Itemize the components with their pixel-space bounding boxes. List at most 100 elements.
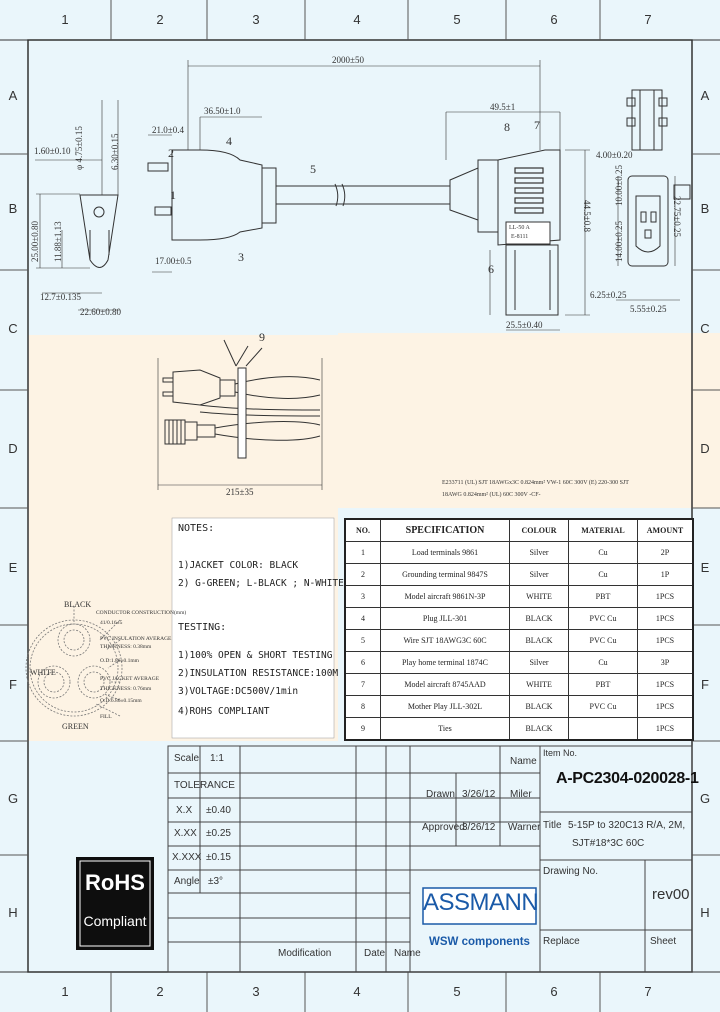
spec-material: PVC Cu — [568, 607, 638, 630]
column-label-1-bottom: 1 — [61, 984, 69, 999]
spec-material — [568, 717, 638, 741]
cable-print-2: 18AWG 0.824mm² (UL) 60C 300V -CF- — [442, 492, 541, 498]
spec-amount: 1P — [637, 563, 694, 586]
title-label: Title — [543, 820, 562, 831]
callout-6: 6 — [488, 262, 494, 276]
column-label-6-bottom: 6 — [550, 984, 558, 999]
callout-1: 1 — [170, 188, 176, 202]
dim-connector-length: 49.5±1 — [490, 102, 516, 112]
spec-amount: 1PCS — [637, 629, 694, 652]
spec-colour: BLACK — [509, 607, 569, 630]
testing-line-4: 4)ROHS COMPLIANT — [178, 706, 270, 717]
cross-section-note-1: 41/0.16±5 — [100, 620, 123, 626]
spec-header-row: NO. SPECIFICATION COLOUR MATERIAL AMOUNT — [344, 518, 694, 542]
spec-header-colour: COLOUR — [509, 518, 569, 542]
column-label-7-bottom: 7 — [644, 984, 652, 999]
spec-colour: BLACK — [509, 717, 569, 741]
column-label-3-bottom: 3 — [252, 984, 260, 999]
row-label-g: G — [7, 791, 19, 806]
revision-value: rev00 — [652, 886, 690, 903]
row-label-c-right: C — [700, 321, 710, 336]
spec-amount: 1PCS — [637, 585, 694, 608]
cable-print-1: E233711 (UL) SJT 18AWGx3C 0.824mm² VW-1 … — [442, 480, 629, 486]
spec-spec: Load terminals 9861 — [380, 541, 510, 564]
spec-no: 9 — [344, 717, 381, 741]
approved-name: Warner — [508, 822, 541, 833]
cross-section-note-7: O.D:6.86±0.15mm — [100, 698, 142, 704]
spec-header-no: NO. — [344, 518, 381, 542]
cross-section-black: BLACK — [64, 600, 92, 609]
spec-material: Cu — [568, 541, 638, 564]
row-label-g-right: G — [699, 791, 711, 806]
spec-no: 2 — [344, 563, 381, 586]
dim-pin-offset: 21.0±0.4 — [152, 125, 184, 135]
modification-label: Modification — [278, 948, 332, 959]
column-label-4: 4 — [353, 12, 361, 27]
spec-material: Cu — [568, 651, 638, 674]
row-label-a: A — [8, 88, 18, 103]
spec-material: Cu — [568, 563, 638, 586]
column-label-1: 1 — [61, 12, 69, 27]
spec-header-material: MATERIAL — [568, 518, 638, 542]
tolerance-xx-label: X.X — [176, 805, 193, 816]
name-footer: Name — [394, 948, 421, 959]
cross-section-note-0: CONDUCTOR CONSTRUCTION(mm) — [96, 610, 187, 616]
callout-2: 2 — [168, 146, 174, 160]
spec-material: PBT — [568, 585, 638, 608]
tolerance-xxx-value: ±0.25 — [206, 828, 231, 839]
spec-no: 7 — [344, 673, 381, 696]
rohs-badge-title: RoHS — [85, 870, 145, 895]
specification-table: NO. SPECIFICATION COLOUR MATERIAL AMOUNT… — [344, 518, 694, 741]
spec-spec: Ties — [380, 717, 510, 741]
drawn-label: Drawn — [426, 789, 455, 800]
dim-blade-length: 17.00±0.5 — [155, 256, 192, 266]
cross-section-note-3: THICKNESS: 0.38mm — [100, 644, 152, 650]
approved-label: Approved — [422, 822, 465, 833]
dim-plug-length: 36.50±1.0 — [204, 106, 241, 116]
dim-face-width: 22.60±0.80 — [80, 307, 121, 317]
approved-date: 3/26/12 — [462, 822, 496, 833]
column-label-7: 7 — [644, 12, 652, 27]
spec-amount: 1PCS — [637, 673, 694, 696]
spec-amount: 2P — [637, 541, 694, 564]
date-label: Date — [364, 948, 386, 959]
column-label-5-bottom: 5 — [453, 984, 461, 999]
spec-amount: 1PCS — [637, 607, 694, 630]
spec-amount: 3P — [637, 651, 694, 674]
testing-line-3: 3)VOLTAGE:DC500V/1min — [178, 686, 299, 697]
row-label-b-right: B — [700, 201, 710, 216]
spec-material: PVC Cu — [568, 629, 638, 652]
testing-heading: TESTING: — [178, 622, 227, 633]
spec-spec: Grounding terminal 9847S — [380, 563, 510, 586]
row-label-a-right: A — [700, 88, 710, 103]
column-label-4-bottom: 4 — [353, 984, 361, 999]
dim-overall-length: 2000±50 — [332, 55, 364, 65]
item-no-value: A-PC2304-020028-1 — [556, 770, 699, 787]
spec-spec: Model aircraft 9861N-3P — [380, 585, 510, 608]
tolerance-angle-value: ±3° — [208, 876, 224, 887]
tolerance-xx-value: ±0.40 — [206, 805, 231, 816]
row-label-e-right: E — [700, 560, 710, 575]
spec-no: 6 — [344, 651, 381, 674]
spec-colour: WHITE — [509, 673, 569, 696]
notes-line-1: 1)JACKET COLOR: BLACK — [178, 560, 299, 571]
row-label-h-right: H — [700, 905, 710, 920]
spec-spec: Model aircraft 8745AAD — [380, 673, 510, 696]
spec-colour: BLACK — [509, 629, 569, 652]
sheet-label: Sheet — [650, 936, 677, 947]
row-label-f-right: F — [701, 677, 709, 692]
dim-c13-h: 14.00±0.25 — [614, 221, 624, 262]
row-label-d-right: D — [700, 441, 710, 456]
dim-connector-side: 4.00±0.20 — [596, 150, 633, 160]
connector-label-2: E-8111 — [511, 234, 529, 240]
spec-header-specification: SPECIFICATION — [380, 518, 510, 542]
spec-spec: Mother Play JLL-302L — [380, 695, 510, 718]
drawn-name: Miler — [510, 789, 532, 800]
